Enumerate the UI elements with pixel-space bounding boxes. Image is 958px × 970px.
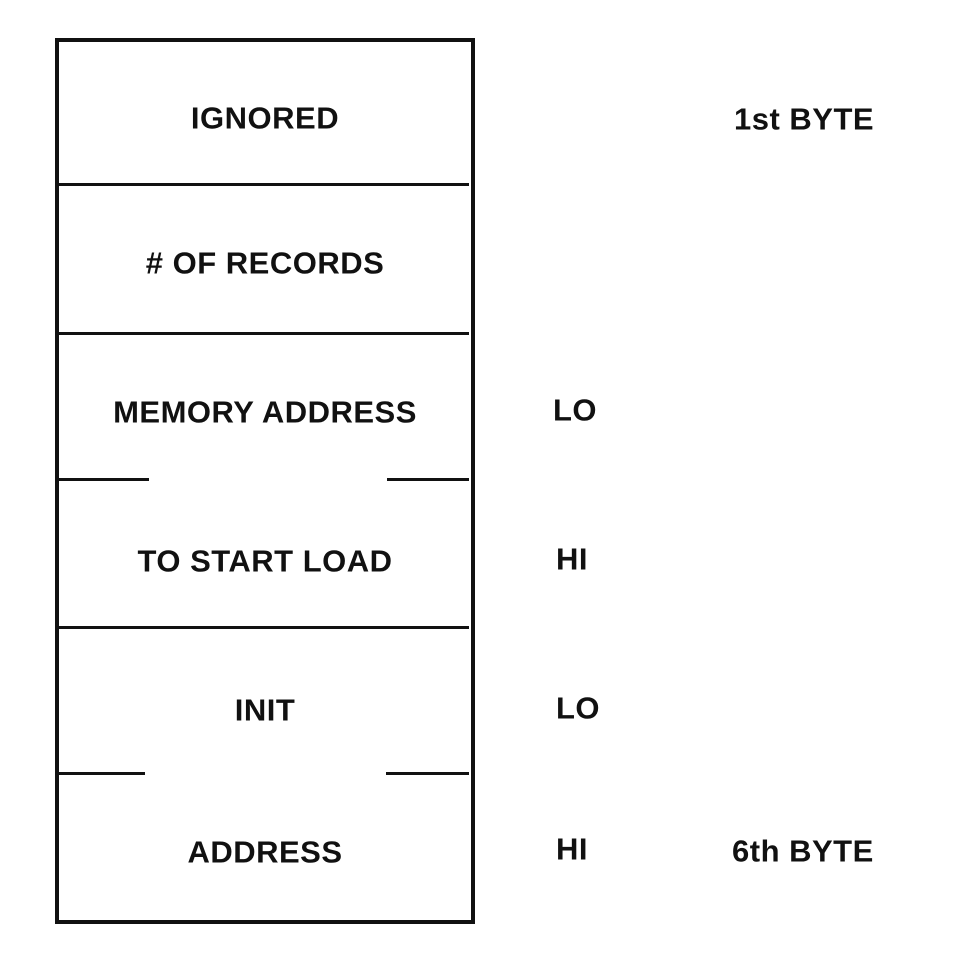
field-record-count-label: # OF RECORDS <box>145 245 385 281</box>
field-memory-address-label: MEMORY ADDRESS <box>113 394 417 430</box>
field-ignored-label: IGNORED <box>190 100 340 136</box>
init-address-hi-label: HI <box>556 831 588 867</box>
sixth-byte-marker: 6th BYTE <box>732 833 874 869</box>
separator-4 <box>57 626 469 629</box>
separator-5-right <box>386 772 469 775</box>
separator-3-right <box>387 478 469 481</box>
field-start-load-label: TO START LOAD <box>137 543 393 579</box>
record-frame: IGNORED # OF RECORDS MEMORY ADDRESS TO S… <box>55 38 475 924</box>
separator-5-left <box>57 772 145 775</box>
init-address-lo-label: LO <box>556 690 601 726</box>
separator-2 <box>57 332 469 335</box>
separator-1 <box>57 183 469 186</box>
separator-3-left <box>57 478 149 481</box>
field-address-label: ADDRESS <box>187 834 343 870</box>
field-init-label: INIT <box>234 692 296 728</box>
memory-address-hi-label: HI <box>556 541 588 577</box>
memory-address-lo-label: LO <box>553 392 598 428</box>
first-byte-marker: 1st BYTE <box>734 101 875 137</box>
